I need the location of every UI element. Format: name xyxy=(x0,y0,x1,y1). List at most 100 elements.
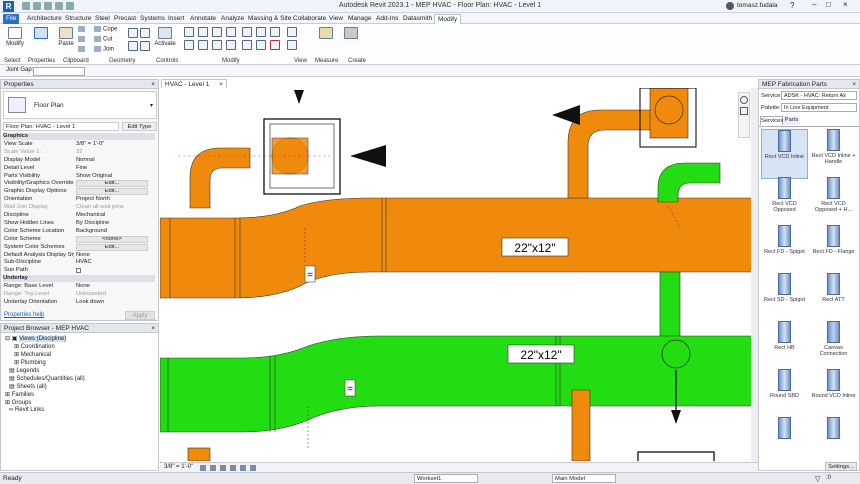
fabrication-part-item[interactable]: Rect VCD Opposed xyxy=(761,177,808,227)
property-value[interactable]: Normal xyxy=(76,156,95,163)
tab-architecture[interactable]: Architecture xyxy=(27,15,62,22)
array-icon[interactable] xyxy=(256,27,266,37)
user-name[interactable]: tomasz.fudala xyxy=(737,2,778,9)
save-icon[interactable] xyxy=(33,2,41,10)
view-tab[interactable]: HVAC - Level 1× xyxy=(161,79,227,88)
create-button[interactable] xyxy=(340,27,362,41)
tab-steel[interactable]: Steel xyxy=(95,15,110,22)
print-icon[interactable] xyxy=(66,2,74,10)
fabrication-part-item[interactable]: Rect FD - Flange xyxy=(810,225,857,275)
tree-coordination[interactable]: ⊞ Coordination xyxy=(14,344,55,350)
property-value[interactable]: None xyxy=(76,251,90,258)
tab-modify[interactable]: Modify xyxy=(434,14,462,24)
activate-button[interactable]: Activate xyxy=(152,27,178,47)
tab-collaborate[interactable]: Collaborate xyxy=(293,15,327,22)
apply-button[interactable]: Apply xyxy=(125,311,155,320)
tree-legends[interactable]: ▤ Legends xyxy=(9,368,40,374)
mirror-draw-icon[interactable] xyxy=(226,27,236,37)
duct-riser-circle-right[interactable] xyxy=(654,95,684,125)
trim-icon[interactable] xyxy=(226,40,236,50)
palette-select[interactable]: In Line Equipment xyxy=(781,103,857,112)
open-icon[interactable] xyxy=(22,2,30,10)
split-icon[interactable] xyxy=(242,27,252,37)
view-override-icon[interactable] xyxy=(287,40,297,50)
join-button[interactable]: Join xyxy=(94,46,114,53)
tab-file[interactable]: File xyxy=(3,14,20,24)
tab-analyze[interactable]: Analyze xyxy=(221,15,245,22)
section-select[interactable]: Select xyxy=(4,58,21,64)
property-row[interactable]: Sun Path xyxy=(4,267,154,274)
property-row[interactable]: Underlay xyxy=(3,275,155,283)
tree-sheets[interactable]: ▤ Sheets (all) xyxy=(9,384,47,390)
properties-button[interactable] xyxy=(30,27,52,41)
property-value[interactable]: Unbounded xyxy=(76,291,106,297)
redo-icon[interactable] xyxy=(55,2,63,10)
undo-icon[interactable] xyxy=(44,2,52,10)
offset-icon[interactable] xyxy=(198,27,208,37)
drawing-canvas[interactable]: 22"x12" = 22"x12" = xyxy=(160,88,752,461)
view-scale[interactable]: 3/8" = 1'-0" xyxy=(164,464,194,470)
fabrication-part-item[interactable]: Round VCD Inline xyxy=(810,369,857,419)
close-icon[interactable]: × xyxy=(219,81,223,88)
orange-lower-riser[interactable] xyxy=(571,389,591,461)
fabrication-part-item[interactable] xyxy=(761,417,808,467)
service-select[interactable]: ADSK - HVAC: Return Air xyxy=(781,91,857,100)
tree-schedules[interactable]: ▤ Schedules/Quantities (all) xyxy=(9,376,85,382)
design-option-select[interactable]: Main Model xyxy=(552,474,616,483)
fabrication-part-item[interactable]: Rect FD - Spigot xyxy=(761,225,808,275)
crop-icon[interactable] xyxy=(240,465,246,471)
paste-button[interactable]: Paste xyxy=(56,27,76,47)
joint-gap-input[interactable] xyxy=(33,67,85,76)
tab-systems[interactable]: Systems xyxy=(140,15,165,22)
orange-elbow-left[interactable] xyxy=(189,147,251,209)
tree-revit-links[interactable]: ∞ Revit Links xyxy=(9,407,45,413)
demolish-icon[interactable] xyxy=(140,41,150,51)
maximize-button[interactable]: □ xyxy=(826,0,831,9)
property-edit-button[interactable]: <none> xyxy=(76,235,148,243)
fabrication-part-item[interactable]: Rect VCD Inline + Handle xyxy=(810,129,857,179)
green-elbow[interactable] xyxy=(657,162,721,203)
scale-icon[interactable] xyxy=(270,27,280,37)
split-face-icon[interactable] xyxy=(140,28,150,38)
steering-wheel-icon[interactable] xyxy=(740,96,748,104)
cut-button[interactable] xyxy=(78,36,87,43)
view-hide-icon[interactable] xyxy=(287,27,297,37)
settings-button[interactable]: Settings... xyxy=(825,462,857,471)
fabrication-part-item[interactable]: Canvas Connection xyxy=(810,321,857,371)
copy-button[interactable] xyxy=(78,26,87,33)
vertical-scrollbar[interactable] xyxy=(751,88,758,462)
cope-button[interactable]: Cope xyxy=(94,26,117,33)
rotate-icon[interactable] xyxy=(212,40,222,50)
tab-insert[interactable]: Insert xyxy=(168,15,185,22)
fabrication-part-item[interactable]: Rect ATT xyxy=(810,273,857,323)
pin-icon[interactable] xyxy=(242,40,252,50)
instance-selector[interactable]: Floor Plan: HVAC - Level 1 xyxy=(3,122,119,131)
property-value[interactable]: Project North xyxy=(76,196,110,203)
hide-icon[interactable] xyxy=(250,465,256,471)
cut-geometry-button[interactable]: Cut xyxy=(94,36,112,43)
orange-elbow-right[interactable] xyxy=(567,109,661,199)
minimize-button[interactable]: – xyxy=(812,0,817,9)
edit-type-button[interactable]: Edit Type xyxy=(122,122,157,131)
tab-parts[interactable]: Parts xyxy=(783,116,800,125)
property-value[interactable]: Mechanical xyxy=(76,212,106,218)
shadows-icon[interactable] xyxy=(230,465,236,471)
match-button[interactable] xyxy=(78,46,87,53)
property-row[interactable]: Scale Value 1:32 xyxy=(4,149,154,156)
property-value[interactable]: Look down xyxy=(76,298,105,305)
wall-joins-icon[interactable] xyxy=(128,28,138,38)
visual-style-icon[interactable] xyxy=(210,465,216,471)
orange-bottom-left[interactable] xyxy=(187,447,211,461)
